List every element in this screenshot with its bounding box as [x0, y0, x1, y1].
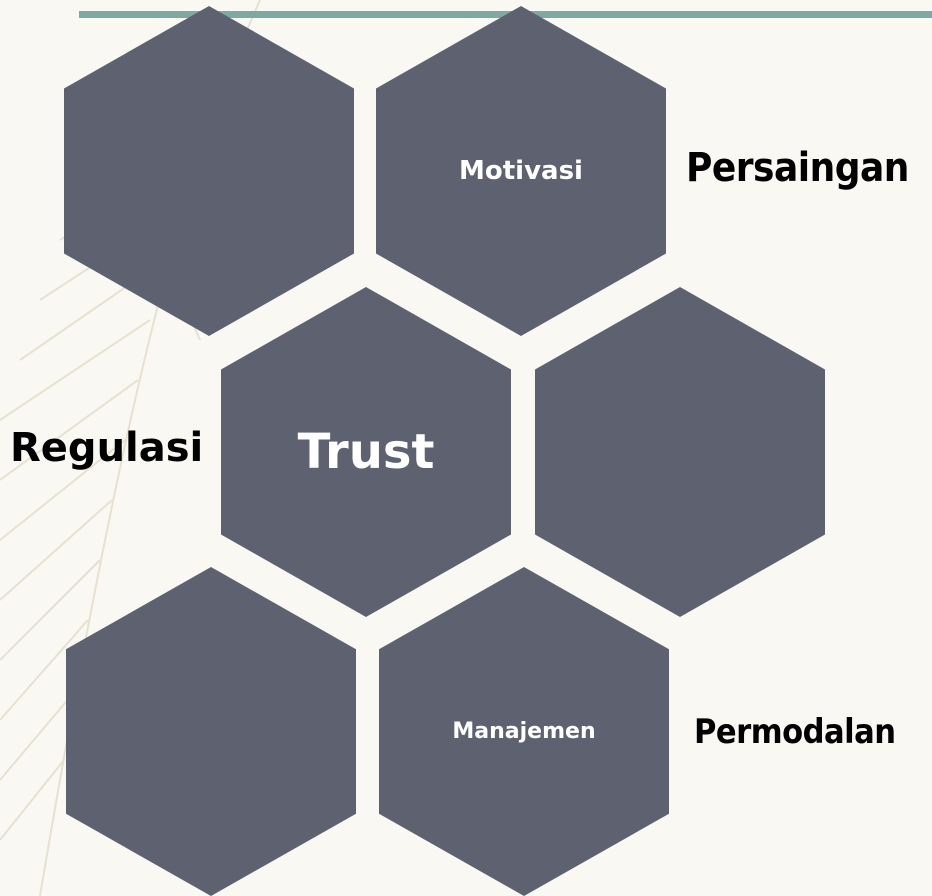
hexagon-middle-right	[535, 287, 825, 617]
hexagon-label-motivasi: Motivasi	[459, 156, 583, 186]
hexagon-trust: Trust	[221, 287, 511, 617]
accent-bar	[79, 11, 932, 18]
hexagon-manajemen: Manajemen	[379, 567, 669, 896]
hexagon-top-left	[64, 6, 354, 336]
label-regulasi: Regulasi	[10, 425, 204, 471]
hexagon-motivasi: Motivasi	[376, 6, 666, 336]
hexagon-label-manajemen: Manajemen	[452, 719, 596, 744]
hexagon-label-trust: Trust	[297, 424, 435, 480]
label-persaingan: Persaingan	[686, 145, 909, 191]
label-permodalan: Permodalan	[694, 712, 896, 752]
